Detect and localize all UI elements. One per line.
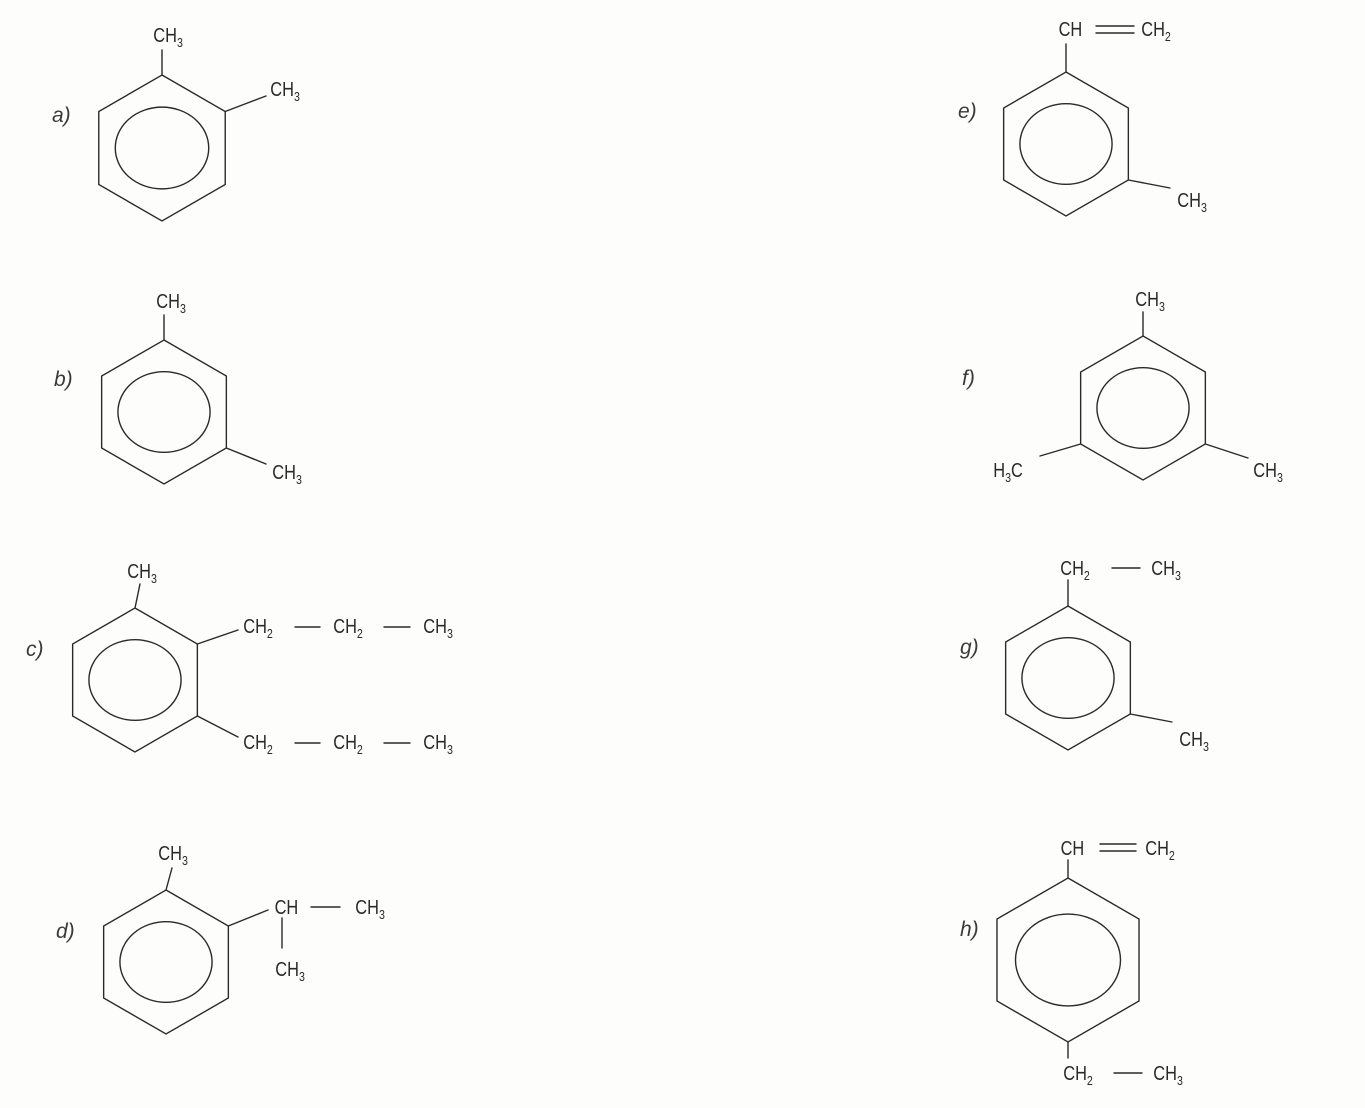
molecule-b-aromatic-circle — [117, 370, 211, 454]
ch3-below: CH3 — [275, 957, 305, 984]
molecule-label-c: c) — [26, 638, 44, 661]
molecule-b-ring — [100, 339, 228, 485]
molecule-label-g: g) — [960, 636, 979, 659]
molecule-label-b: b) — [54, 368, 73, 391]
methyl-group-top: CH3 — [153, 23, 183, 50]
ethyl-ch3: CH3 — [1153, 1061, 1183, 1088]
chain2-ch2-a: CH2 — [243, 730, 273, 757]
molecule-f-ring — [1079, 335, 1207, 481]
ch-group: CH — [275, 895, 299, 918]
chain1-ch3: CH3 — [423, 614, 453, 641]
ethyl-ch2: CH2 — [1063, 1061, 1093, 1088]
bond-line — [1127, 179, 1171, 189]
molecule-h-ring — [996, 877, 1140, 1043]
bond-line — [227, 909, 269, 927]
molecule-label-h: h) — [960, 918, 979, 941]
molecule-e-ring — [1002, 71, 1130, 217]
bond-line — [1129, 713, 1173, 723]
bond-line — [196, 629, 239, 645]
methyl-group-bottom: CH3 — [1177, 188, 1207, 215]
bond-line — [225, 447, 267, 465]
methyl-group-right: CH3 — [270, 77, 300, 104]
bond-line — [165, 867, 173, 891]
vinyl-ch: CH — [1061, 836, 1085, 859]
molecule-a-aromatic-circle — [114, 106, 210, 190]
molecule-label-a: a) — [52, 104, 71, 127]
methyl-group-bottom: CH3 — [272, 460, 302, 487]
vinyl-ch2: CH2 — [1141, 17, 1171, 44]
molecule-g-aromatic-circle — [1021, 636, 1115, 720]
methyl-group-top: CH3 — [127, 559, 157, 586]
chain1-ch2-b: CH2 — [333, 614, 363, 641]
ethyl-ch2: CH2 — [1060, 556, 1090, 583]
molecule-a-ring — [98, 74, 226, 222]
bond-line — [196, 715, 239, 738]
methyl-group-top: CH3 — [1135, 287, 1165, 314]
methyl-group-left: H3C — [993, 458, 1023, 485]
molecule-f-aromatic-circle — [1096, 366, 1190, 450]
molecule-c-aromatic-circle — [88, 638, 182, 722]
ethyl-ch3: CH3 — [1151, 556, 1181, 583]
bond-line — [224, 95, 267, 113]
molecule-d-aromatic-circle — [119, 920, 213, 1004]
vinyl-ch2: CH2 — [1145, 836, 1175, 863]
methyl-group-top: CH3 — [156, 289, 186, 316]
molecule-g-ring — [1004, 605, 1132, 751]
methyl-group-right: CH3 — [1253, 458, 1283, 485]
ch3-right: CH3 — [355, 895, 385, 922]
bond-line — [1039, 443, 1082, 457]
methyl-group-bottom: CH3 — [1179, 727, 1209, 754]
methyl-group-top: CH3 — [158, 841, 188, 868]
chain2-ch2-b: CH2 — [333, 730, 363, 757]
chain1-ch2-a: CH2 — [243, 614, 273, 641]
bond-line — [1204, 443, 1249, 459]
molecule-label-f: f) — [962, 367, 975, 390]
vinyl-ch: CH — [1059, 17, 1083, 40]
molecule-d-ring — [102, 889, 230, 1035]
molecule-e-aromatic-circle — [1019, 102, 1113, 186]
molecule-h-aromatic-circle — [1014, 913, 1122, 1007]
molecule-c-ring — [71, 607, 199, 753]
molecule-label-d: d) — [56, 920, 75, 943]
molecule-label-e: e) — [958, 100, 977, 123]
chain2-ch3: CH3 — [423, 730, 453, 757]
bond-line — [134, 583, 141, 609]
